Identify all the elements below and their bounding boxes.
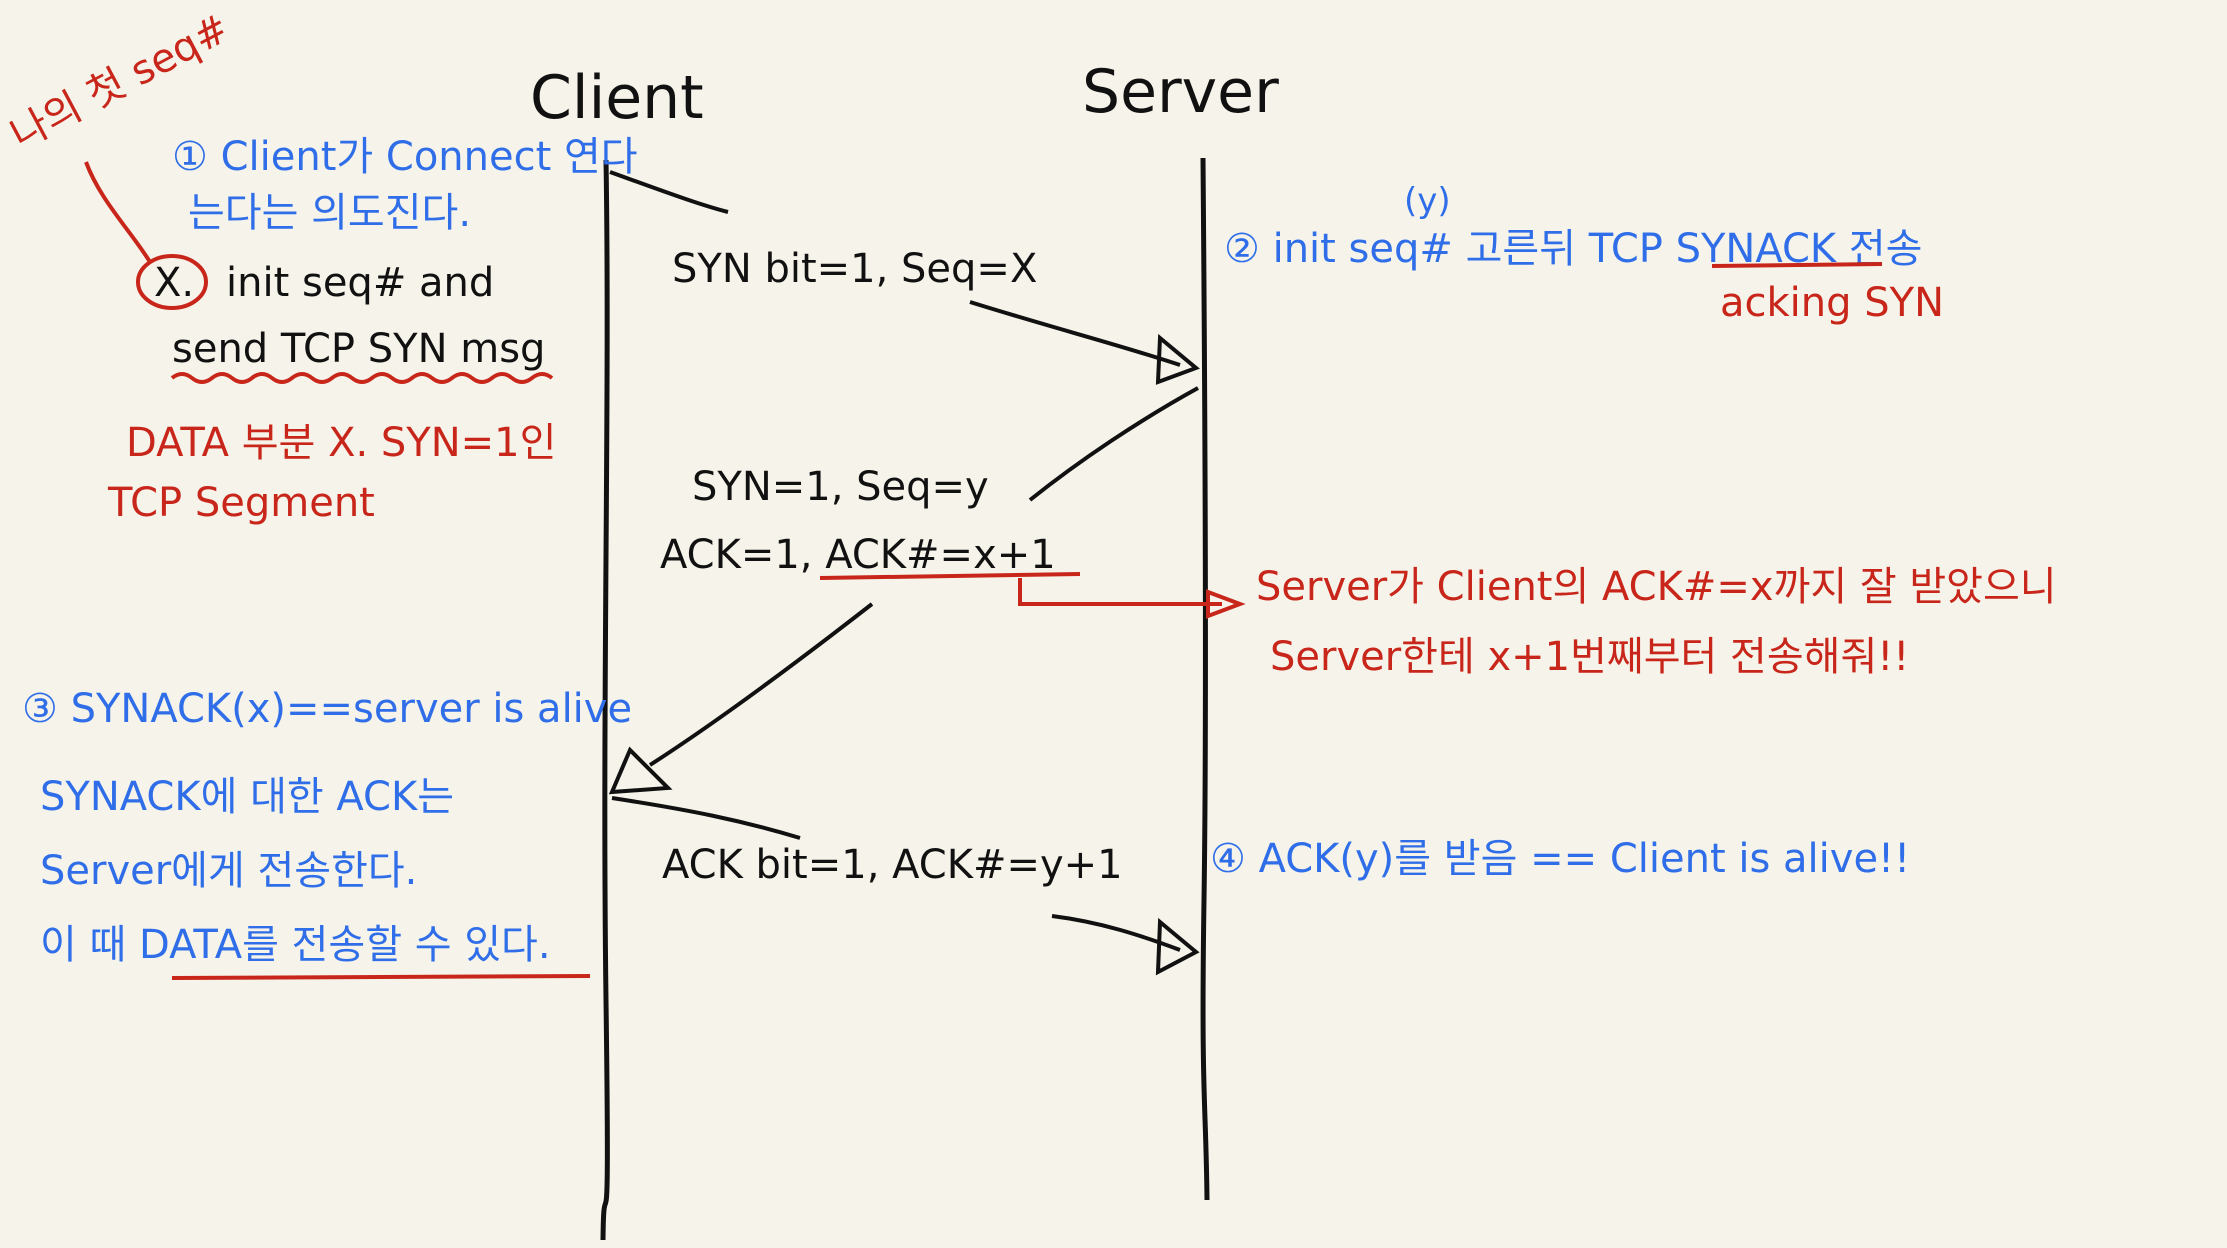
x-circle: [136, 254, 208, 310]
client-timeline: [600, 159, 610, 1241]
synack-message-line1: SYN=1, Seq=y: [692, 464, 989, 510]
step1-x-label: X.: [154, 260, 194, 306]
server-header: Server: [1082, 57, 1279, 127]
step3-line3: Server에게 전송한다.: [40, 848, 417, 894]
server-timeline: [1200, 157, 1210, 1201]
step4-note: ④ ACK(y)를 받음 == Client is alive!!: [1210, 836, 1910, 882]
my-first-seq-pointer: [84, 161, 152, 264]
ack-arrow: [611, 796, 1200, 976]
step2-y-label: (y): [1404, 181, 1451, 221]
syn-message: SYN bit=1, Seq=X: [672, 246, 1037, 292]
data-send-underline: [171, 974, 591, 980]
client-header: Client: [530, 63, 704, 133]
server-ack-note-line2: Server한테 x+1번째부터 전송해줘!!: [1270, 634, 1909, 680]
synack-arrow: [608, 386, 1199, 795]
server-note-pointer: [1018, 578, 1222, 606]
step1-line4: send TCP SYN msg: [172, 326, 545, 372]
data-x-line2: TCP Segment: [107, 480, 375, 526]
synack-underline: [1711, 262, 1883, 268]
step3-line2: SYNACK에 대한 ACK는: [40, 774, 454, 820]
acking-syn-note: acking SYN: [1720, 280, 1944, 326]
send-syn-underline: [170, 372, 554, 384]
server-note-arrowhead: [1206, 589, 1246, 619]
step3-line1: ③ SYNACK(x)==server is alive: [22, 686, 632, 732]
step1-line3: init seq# and: [226, 260, 494, 306]
ack-message: ACK bit=1, ACK#=y+1: [662, 842, 1123, 888]
syn-arrow: [609, 170, 1200, 385]
step3-line4: 이 때 DATA를 전송할 수 있다.: [40, 922, 551, 968]
step1-line1: ① Client가 Connect 연다: [172, 134, 638, 180]
step1-line2: 는다는 의도진다.: [188, 190, 471, 236]
ack-number-underline: [819, 572, 1081, 580]
server-ack-note-line1: Server가 Client의 ACK#=x까지 잘 받았으니: [1256, 564, 2057, 610]
synack-message-line2: ACK=1, ACK#=x+1: [660, 532, 1056, 578]
data-x-line1: DATA 부분 X. SYN=1인: [126, 420, 556, 466]
